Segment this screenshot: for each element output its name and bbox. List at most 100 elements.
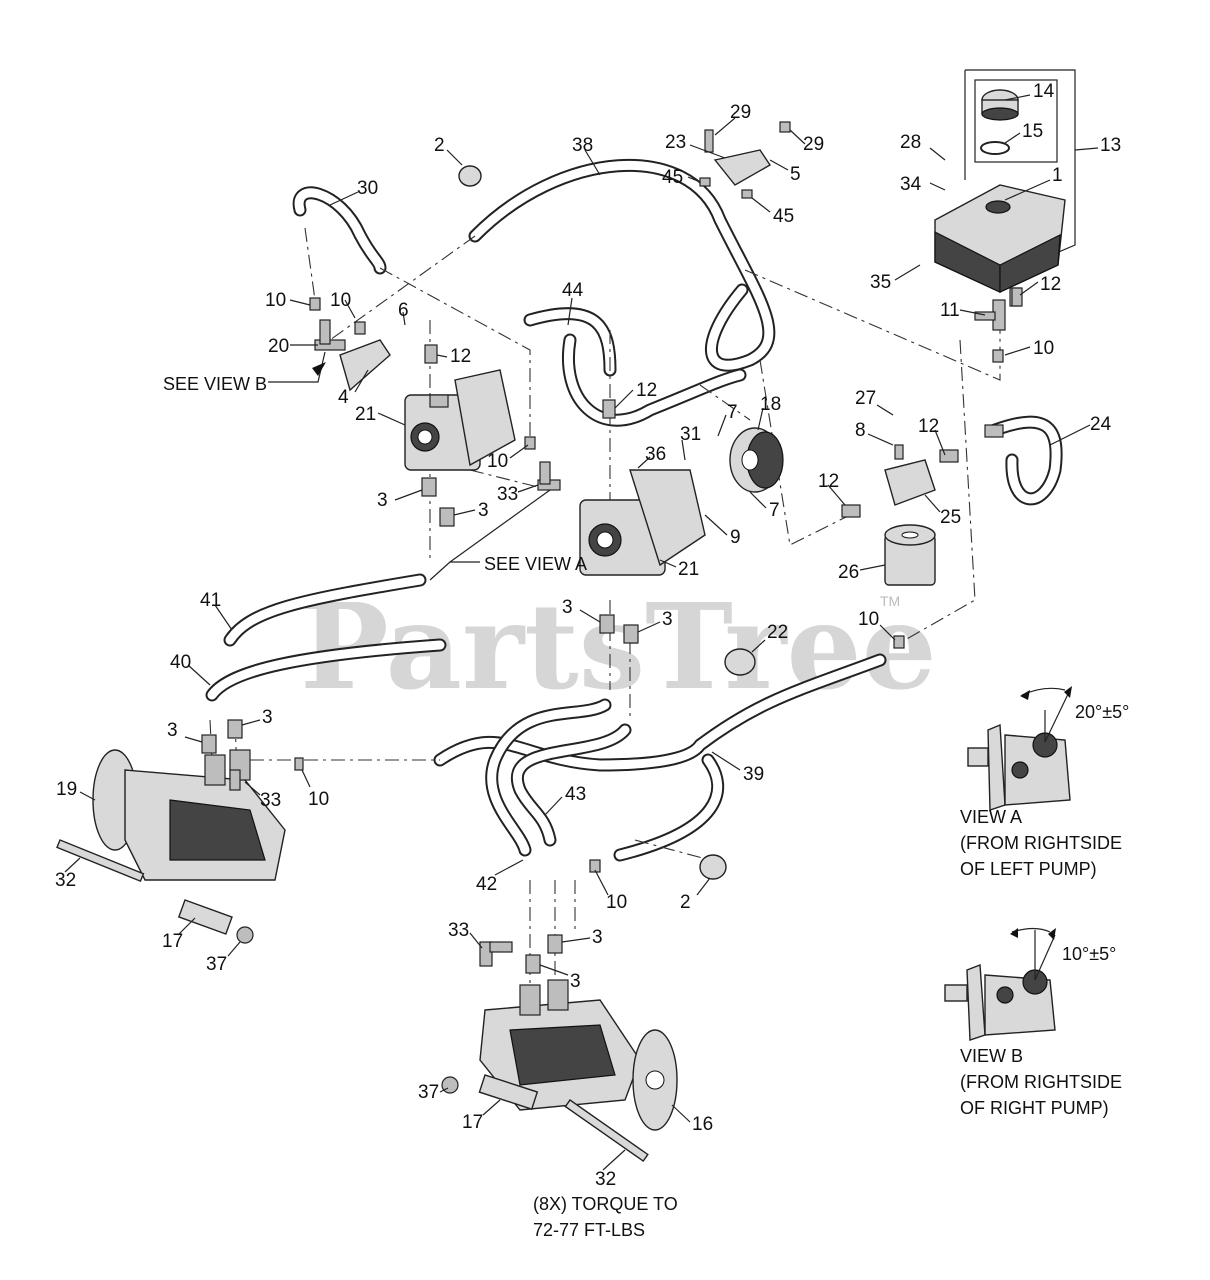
callout-14: 14 (1033, 81, 1055, 102)
view-a-caption-line1: (FROM RIGHTSIDE (960, 833, 1122, 853)
callout-10-bottom: 10 (606, 892, 627, 913)
callout-19: 19 (56, 779, 77, 800)
callout-11: 11 (940, 300, 960, 321)
callout-17-left: 17 (162, 931, 183, 952)
bracket-4 (339, 339, 391, 392)
callout-33-bottom: 33 (448, 920, 469, 941)
view-b-caption-line1: (FROM RIGHTSIDE (960, 1072, 1122, 1092)
callout-29-left: 29 (730, 102, 751, 123)
callout-16: 16 (692, 1114, 713, 1135)
view-a-inset (967, 686, 1072, 811)
view-a-angle: 20°±5° (1075, 702, 1129, 722)
callout-9: 9 (730, 527, 741, 548)
callout-3-f: 3 (662, 609, 673, 630)
callout-3-h: 3 (570, 971, 581, 992)
bracket-23 (699, 121, 791, 199)
callout-18: 18 (760, 394, 781, 415)
view-b-angle: 10°±5° (1062, 944, 1116, 964)
callout-34: 34 (900, 174, 922, 195)
callout-10-left-a: 10 (265, 290, 286, 311)
callout-3-a: 3 (377, 490, 388, 511)
view-a-caption-line2: OF LEFT PUMP) (960, 859, 1097, 879)
callout-42: 42 (476, 874, 497, 895)
pulley-18 (729, 427, 784, 493)
callout-33-left: 33 (260, 790, 281, 811)
torque-note-line2: 72-77 FT-LBS (533, 1220, 645, 1240)
hose-42-43 (485, 698, 632, 857)
callout-12-left-pump: 12 (450, 346, 471, 367)
callout-23: 23 (665, 132, 686, 153)
callout-3-e: 3 (562, 597, 573, 618)
callout-10-center: 10 (487, 451, 508, 472)
hose-38 (468, 158, 776, 372)
callout-8: 8 (855, 420, 866, 441)
callout-7-bottom: 7 (769, 500, 780, 521)
hose-24 (988, 415, 1063, 506)
callout-labels: 14 15 13 1 28 34 35 11 12 10 29 29 23 5 … (55, 81, 1121, 1190)
view-b-title: VIEW B (960, 1046, 1023, 1066)
nut-37-left (236, 926, 254, 944)
hose-41 (223, 573, 427, 647)
view-a-title: VIEW A (960, 807, 1022, 827)
callout-5: 5 (790, 164, 801, 185)
spacer-17-left (177, 899, 233, 935)
torque-note-line1: (8X) TORQUE TO (533, 1194, 678, 1214)
callout-12-center: 12 (636, 380, 657, 401)
callout-35: 35 (870, 272, 891, 293)
callout-32-left: 32 (55, 870, 76, 891)
callout-28: 28 (900, 132, 921, 153)
callout-21-left: 21 (355, 404, 376, 425)
axle-bolt-32-left (56, 839, 145, 883)
hose-44 (523, 307, 747, 427)
spacer-17-bottom (478, 1074, 539, 1110)
watermark-tm: TM (880, 593, 900, 609)
reservoir-o-ring (980, 141, 1010, 155)
callout-20: 20 (268, 336, 289, 357)
callout-12-reservoir: 12 (1040, 274, 1061, 295)
callout-44: 44 (562, 280, 584, 301)
tee-fitting-33-bottom (479, 941, 513, 967)
callout-32-bottom: 32 (595, 1169, 616, 1190)
grommet-2-bottom (699, 854, 727, 880)
see-view-b-note: SEE VIEW B (163, 374, 267, 394)
callout-41: 41 (200, 590, 221, 611)
axle-bolt-32-bottom (564, 1099, 649, 1163)
filter-head-25 (884, 444, 936, 506)
callout-3-g: 3 (592, 927, 603, 948)
callout-37-left: 37 (206, 954, 227, 975)
callout-3-b: 3 (478, 500, 489, 521)
callout-26: 26 (838, 562, 859, 583)
callout-10-right: 10 (858, 609, 879, 630)
callout-1: 1 (1052, 165, 1063, 186)
callout-6: 6 (398, 300, 409, 321)
callout-43: 43 (565, 784, 586, 805)
nut-37-bottom (441, 1076, 459, 1094)
callout-21-right: 21 (678, 559, 699, 580)
fittings (201, 287, 1023, 974)
tee-fitting-20 (314, 319, 346, 351)
callout-45-left: 45 (662, 167, 683, 188)
reservoir-tank (934, 184, 1066, 293)
callout-33-top: 33 (497, 484, 518, 505)
see-view-b-arrow (312, 362, 326, 376)
callout-12-filter-top: 12 (918, 416, 939, 437)
tee-fitting-33-top (537, 461, 561, 491)
callout-3-c: 3 (167, 720, 178, 741)
callout-38: 38 (572, 135, 593, 156)
callout-27: 27 (855, 388, 876, 409)
callout-4: 4 (338, 387, 349, 408)
grommet-2-top (458, 165, 482, 187)
pump-21-left (404, 369, 516, 471)
callout-10-left-c: 10 (308, 789, 329, 810)
grommet-22 (724, 648, 756, 676)
callout-40: 40 (170, 652, 191, 673)
callout-24: 24 (1090, 414, 1112, 435)
callout-36: 36 (645, 444, 666, 465)
view-b-inset (944, 927, 1056, 1041)
callout-22: 22 (767, 622, 788, 643)
callout-30: 30 (357, 178, 378, 199)
oil-filter-26 (884, 524, 936, 586)
callout-37-bottom: 37 (418, 1082, 439, 1103)
callout-2-top: 2 (434, 135, 445, 156)
